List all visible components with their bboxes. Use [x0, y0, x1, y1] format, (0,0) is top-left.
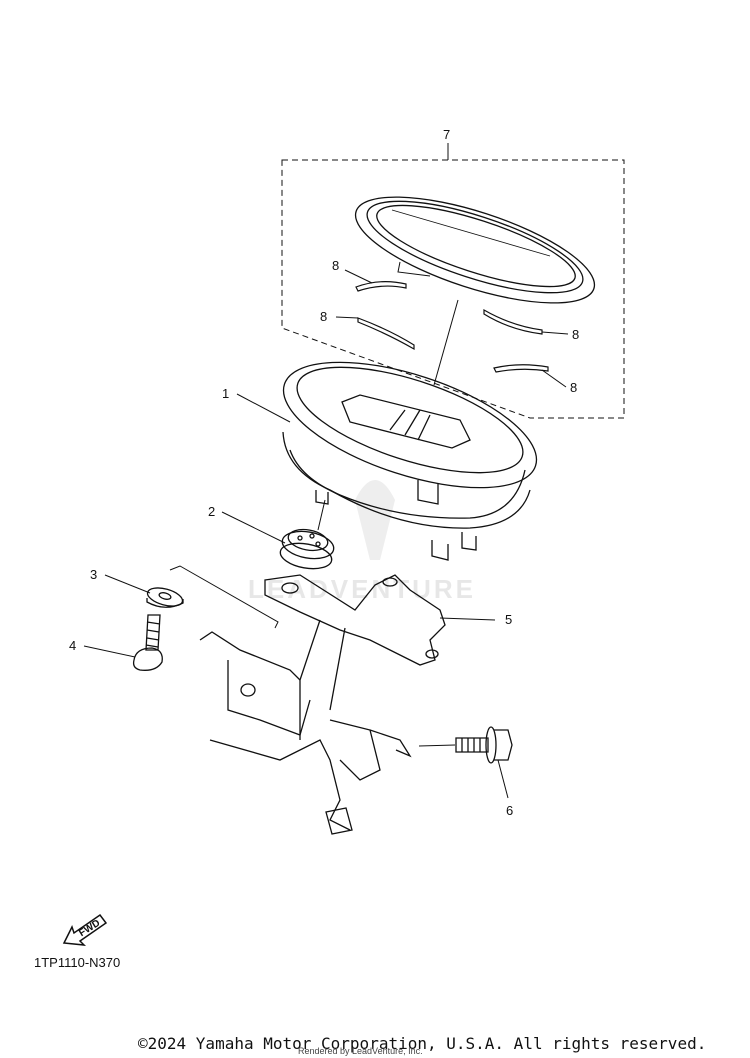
fwd-label: FWD: [77, 918, 102, 939]
assembly-7-dashed-box: [281, 159, 625, 419]
callout-2: 2: [208, 504, 215, 519]
flange-bolt: [455, 726, 513, 764]
callout-7: 7: [443, 127, 450, 142]
meter-bezel-ring: [354, 196, 596, 304]
watermark-text: LEADVENTURE: [248, 574, 476, 604]
callout-4: 4: [69, 638, 76, 653]
watermark-logo: LEADVENTURE: [248, 480, 476, 604]
washer: [146, 587, 184, 608]
pan-head-screw: [132, 614, 163, 671]
callout-1: 1: [222, 386, 229, 401]
callout-5: 5: [505, 612, 512, 627]
copyright-notice: ©2024 Yamaha Motor Corporation, U.S.A. A…: [138, 1034, 707, 1053]
fwd-arrow-icon: FWD: [62, 913, 108, 946]
grommet: [279, 528, 335, 570]
callout-8-upper-right: 8: [572, 327, 579, 342]
callout-8-lower-left: 8: [320, 309, 327, 324]
callout-8-lower-right: 8: [570, 380, 577, 395]
callout-8-upper-left: 8: [332, 258, 339, 273]
diagram-code: 1TP1110-N370: [34, 955, 121, 970]
parts-diagram: LEADVENTURE: [69, 127, 625, 835]
callout-3: 3: [90, 567, 97, 582]
meter-assembly: [282, 361, 538, 561]
rendered-by-credit: Rendered by LeadVenture, Inc.: [298, 1046, 423, 1056]
leader-lines: [83, 269, 569, 799]
seal-strips: [355, 281, 549, 373]
callout-6: 6: [506, 803, 513, 818]
meter-bracket: [199, 574, 446, 835]
